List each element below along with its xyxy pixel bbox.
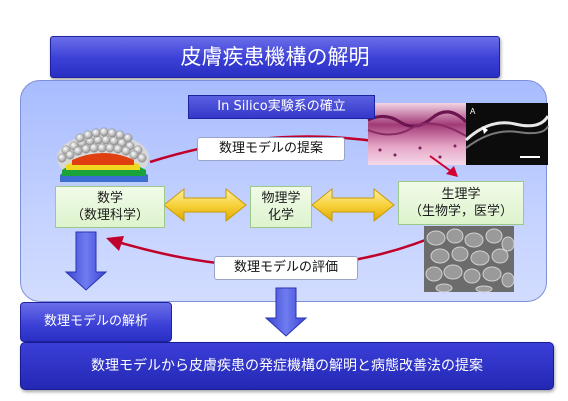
model-evaluation-label: 数理モデルの評価 — [214, 256, 358, 280]
page-title: 皮膚疾患機構の解明 — [50, 36, 500, 78]
chemistry-title: 化学 — [267, 208, 294, 223]
insilico-label: In Silico実験系の確立 — [188, 95, 375, 119]
mathematics-title: 数学 — [96, 191, 123, 206]
physiology-title: 生理学 — [441, 187, 481, 202]
fluorescence-image: A — [464, 103, 550, 165]
conclusion-bar: 数理モデルから皮膚疾患の発症機構の解明と病態改善法の提案 — [20, 342, 554, 390]
mathematics-box: 数学 （数理科学） — [55, 186, 165, 228]
physics-chemistry-box: 物理学 化学 — [250, 186, 312, 228]
skin-histology-image — [367, 103, 468, 165]
micrograph-letter: A — [470, 107, 476, 116]
mathematics-subtitle: （数理科学） — [70, 208, 149, 223]
double-arrow-math-physics — [163, 187, 247, 223]
down-arrow-to-analysis — [64, 231, 108, 291]
physiology-subtitle: （生物学，医学） — [408, 204, 513, 219]
double-arrow-physics-physiology — [311, 187, 395, 223]
model-analysis-box: 数理モデルの解析 — [20, 302, 172, 342]
histology-pointer-arrow — [429, 155, 458, 177]
model-proposal-label: 数理モデルの提案 — [197, 137, 345, 161]
physics-title: 物理学 — [261, 191, 301, 206]
cell-culture-image — [424, 226, 515, 293]
simulation-cell-image — [57, 127, 149, 182]
down-arrow-to-conclusion — [264, 287, 308, 337]
physiology-box: 生理学 （生物学，医学） — [398, 181, 524, 225]
